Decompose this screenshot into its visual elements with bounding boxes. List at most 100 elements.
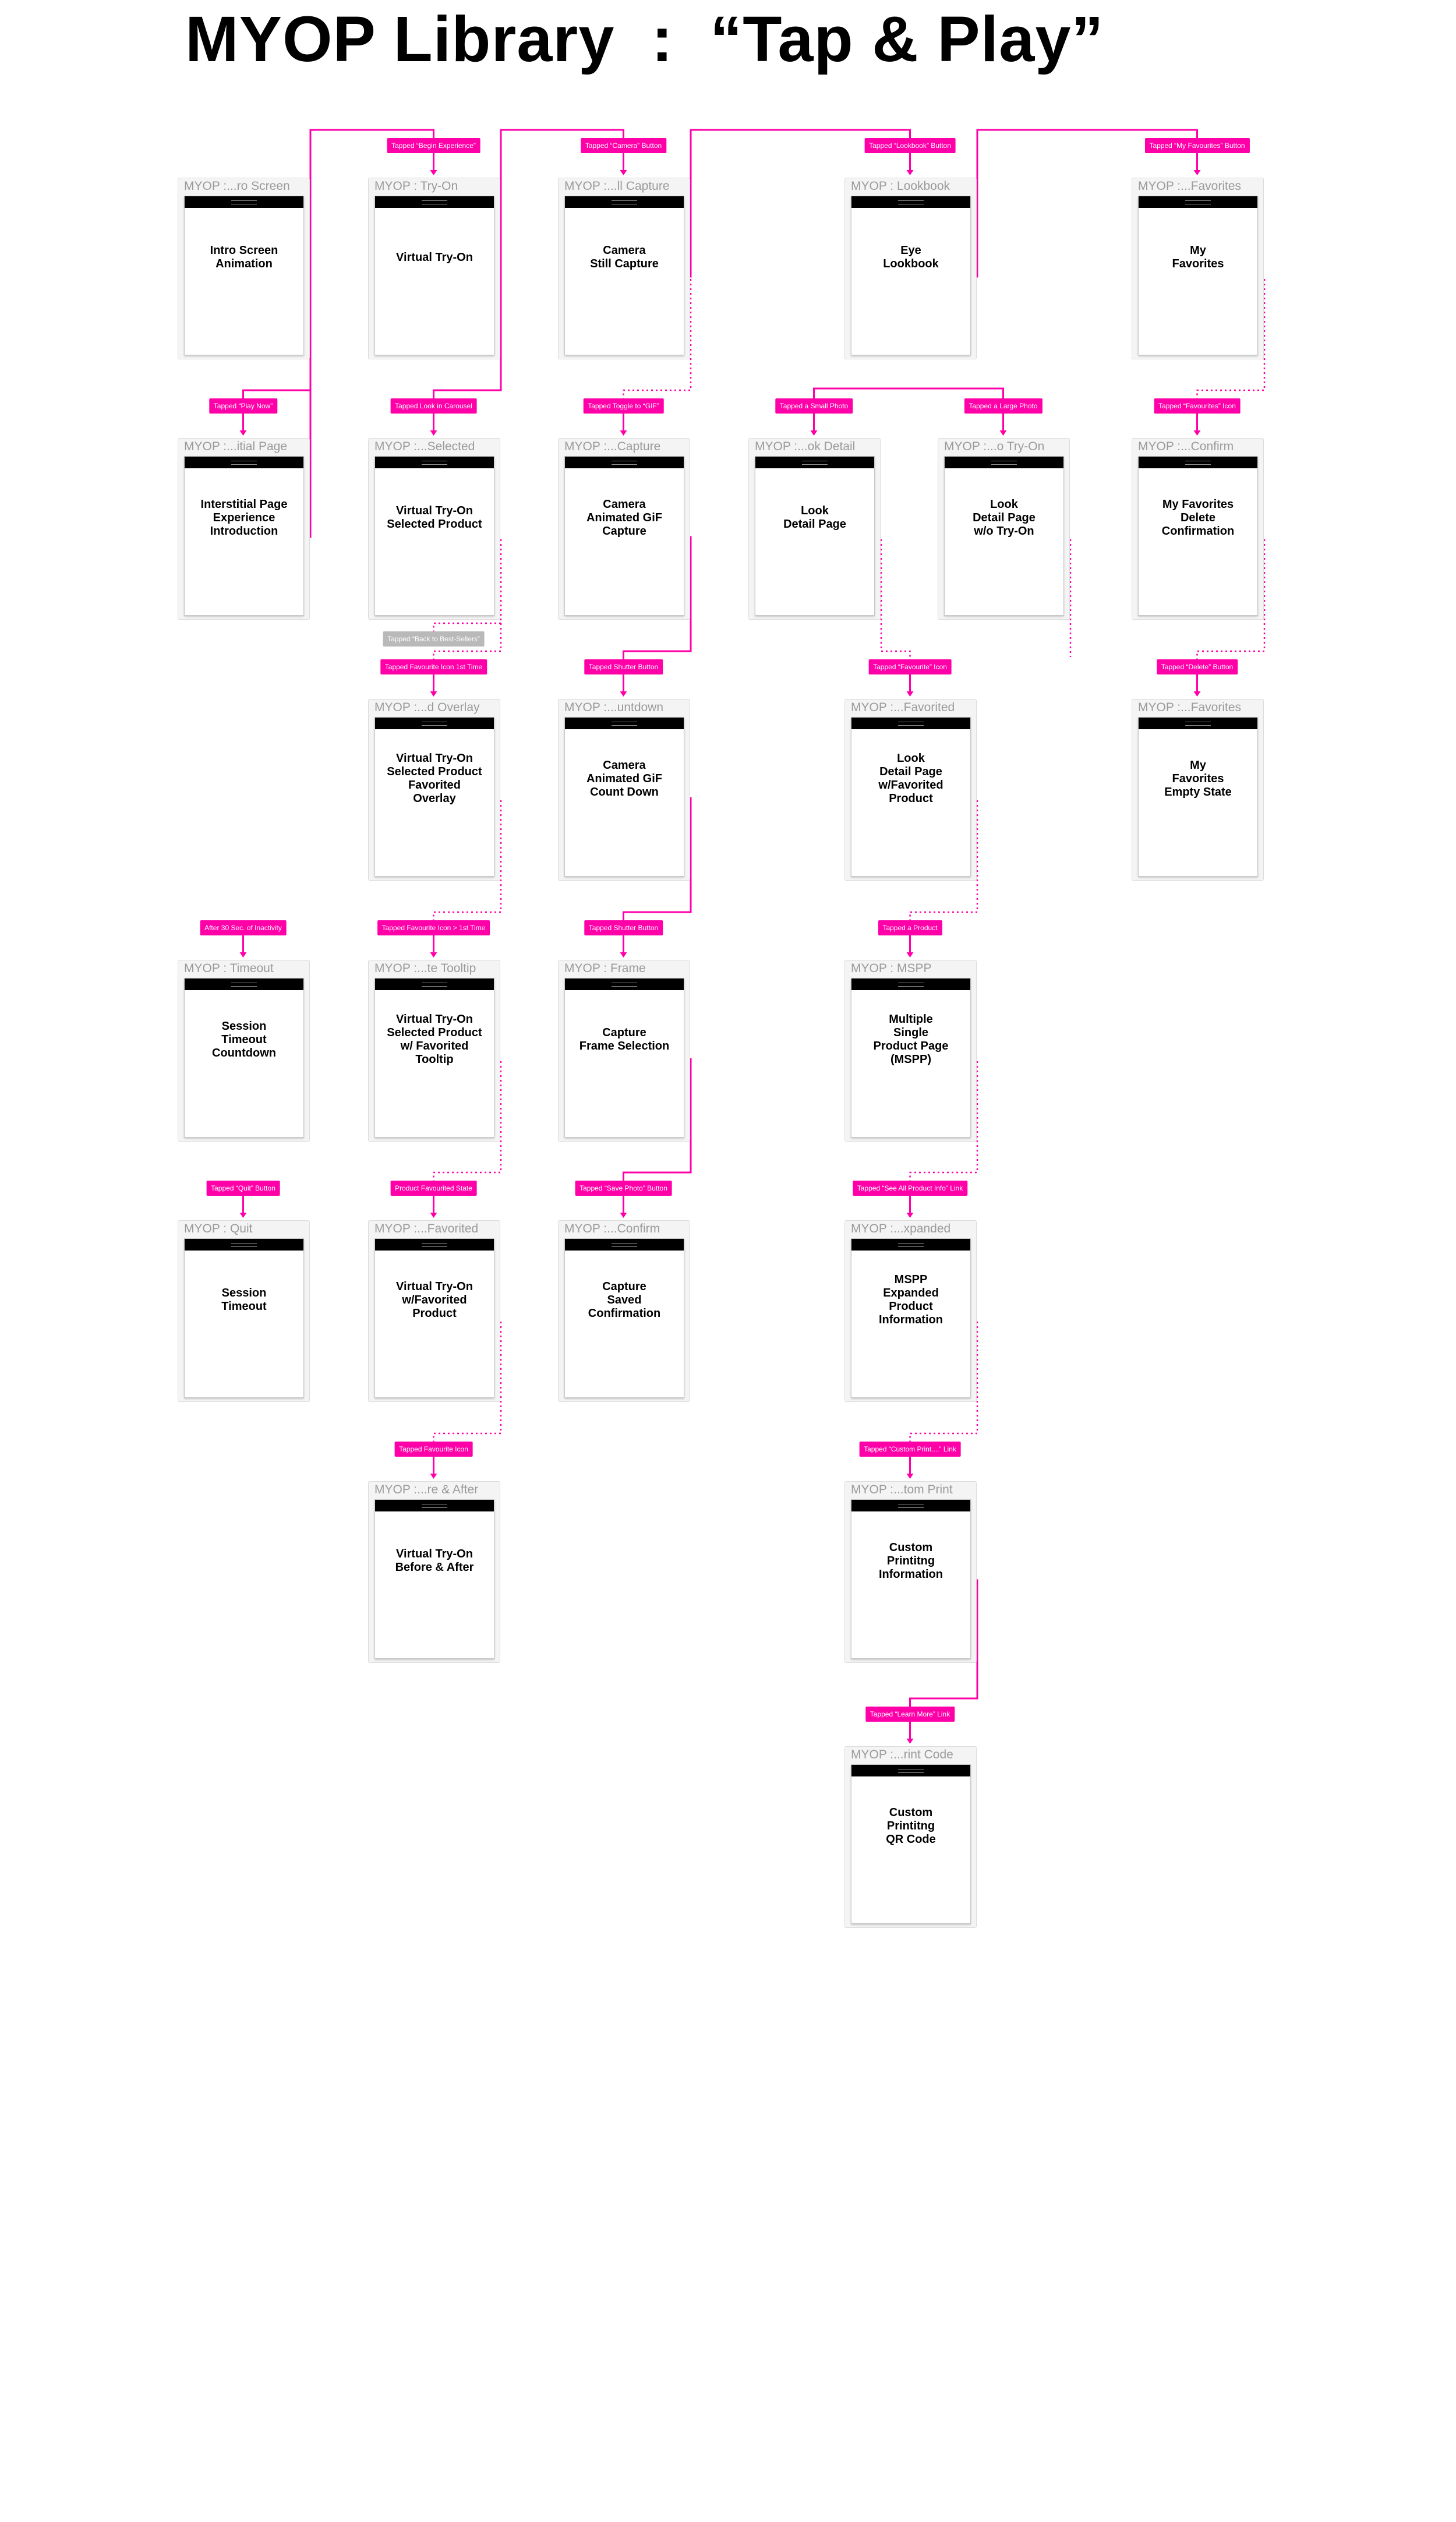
screen-description: Virtual Try-On Selected Product Favorite… [387, 752, 482, 805]
screen-favdelete[interactable]: MYOP :...Confirm My Favorites Delete Conf… [1132, 438, 1264, 620]
arrowhead-favourite [906, 691, 914, 697]
logo-icon [898, 200, 924, 204]
arrowhead-play [239, 430, 247, 436]
arrowhead-largephoto [999, 430, 1007, 436]
trigger-label-delete: Tapped “Delete” Button [1156, 659, 1238, 674]
screen-description: Interstitial Page Experience Introductio… [200, 497, 288, 538]
arrowhead-seeall [906, 1213, 914, 1218]
trigger-label-largephoto: Tapped a Large Photo [964, 398, 1042, 414]
logo-icon [612, 983, 637, 987]
brand-header-bar [185, 979, 303, 990]
screen-artboard: Capture Frame Selection [564, 978, 684, 1138]
logo-icon [898, 1504, 924, 1508]
screen-artboard: Virtual Try-On Before & After [374, 1499, 494, 1659]
screen-name: MYOP :...Confirm [1138, 440, 1234, 453]
logo-icon [422, 200, 447, 204]
logo-icon [422, 1504, 447, 1508]
brand-header-bar [375, 1239, 494, 1251]
arrowhead-lookbook [906, 170, 914, 175]
brand-header-bar [185, 457, 303, 468]
arrowhead-shutter2 [620, 952, 627, 958]
screen-name: MYOP : Lookbook [851, 179, 950, 193]
logo-icon [422, 461, 447, 465]
screen-myfav[interactable]: MYOP :...Favorites My Favorites [1132, 178, 1264, 359]
screen-artboard: Look Detail Page w/o Try-On [944, 456, 1064, 616]
screen-description: Virtual Try-On w/Favorited Product [396, 1280, 473, 1320]
screen-description: Session Timeout [221, 1287, 267, 1313]
screen-name: MYOP :...tom Print [851, 1483, 953, 1496]
logo-icon [422, 722, 447, 726]
screen-description: Intro Screen Animation [210, 244, 278, 270]
screen-description: My Favorites Empty State [1164, 758, 1232, 799]
logo-icon [898, 983, 924, 987]
page-title: MYOP Library : “Tap & Play” [185, 3, 1104, 75]
screen-name: MYOP : Quit [184, 1222, 253, 1235]
arrowhead-learnmore [906, 1739, 914, 1744]
arrowhead-smallphoto [810, 430, 818, 436]
screen-name: MYOP :...xpanded [851, 1222, 951, 1235]
trigger-label-learnmore: Tapped “Learn More” Link [865, 1707, 955, 1722]
logo-icon [422, 983, 447, 987]
screen-description: Multiple Single Product Page (MSPP) [873, 1013, 949, 1066]
screen-description: My Favorites Delete Confirmation [1161, 497, 1235, 538]
screen-artboard: Look Detail Page [755, 456, 875, 616]
logo-icon [612, 461, 637, 465]
screen-description: Session Timeout Countdown [212, 1019, 276, 1059]
screen-artboard: Virtual Try-On [374, 196, 494, 355]
logo-icon [612, 200, 637, 204]
screen-artboard: My Favorites [1138, 196, 1258, 355]
screen-name: MYOP :...Favorites [1138, 179, 1241, 193]
screen-name: MYOP :...Confirm [564, 1222, 660, 1235]
screen-name: MYOP :...rint Code [851, 1748, 953, 1761]
screen-description: Virtual Try-On [396, 250, 473, 264]
screen-artboard: Eye Lookbook [851, 196, 971, 355]
screen-name: MYOP : Timeout [184, 962, 274, 975]
trigger-label-customprint: Tapped “Custom Print....” Link [859, 1442, 961, 1457]
logo-icon [231, 983, 257, 987]
brand-header-bar [565, 1239, 684, 1251]
screen-name: MYOP :...ro Screen [184, 179, 290, 193]
logo-icon [612, 1243, 637, 1247]
brand-header-bar [851, 718, 970, 729]
trigger-label-inactivity: After 30 Sec. of Inactivity [200, 920, 287, 935]
trigger-label-savephoto: Tapped “Save Photo” Button [575, 1181, 672, 1196]
screen-artboard: Interstitial Page Experience Introductio… [184, 456, 304, 616]
screen-artboard: Capture Saved Confirmation [564, 1238, 684, 1398]
trigger-label-shutter2: Tapped Shutter Button [584, 920, 663, 935]
arrowhead-carousel [430, 430, 437, 436]
screen-artboard: Look Detail Page w/Favorited Product [851, 717, 971, 877]
arrowhead-quit [239, 1213, 247, 1218]
screen-artboard: Custom Printitng QR Code [851, 1764, 971, 1924]
brand-header-bar [851, 1765, 970, 1776]
logo-icon [422, 1243, 447, 1247]
brand-header-bar [375, 457, 494, 468]
trigger-label-favourite: Tapped “Favourite” Icon [868, 659, 952, 674]
trigger-label-begin: Tapped “Begin Experience” [387, 138, 480, 153]
screen-description: Look Detail Page [783, 504, 846, 531]
arrowhead-product [906, 952, 914, 958]
